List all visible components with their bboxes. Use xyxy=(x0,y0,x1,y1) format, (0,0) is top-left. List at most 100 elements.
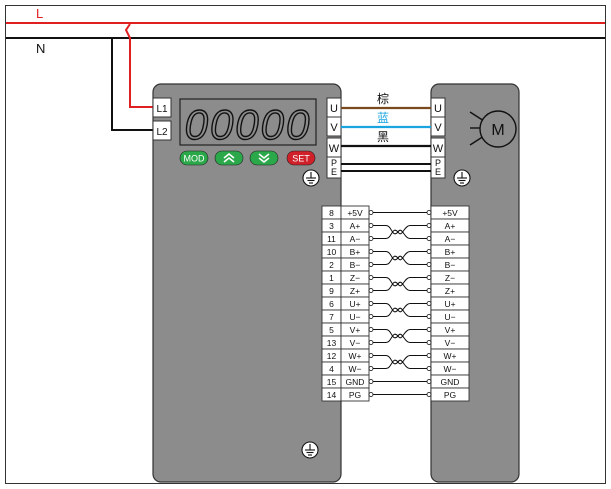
signal-connector-dot xyxy=(368,288,374,293)
signal-connector-dot xyxy=(368,327,374,332)
motor-signal-terminal: Z+ xyxy=(430,283,470,298)
signal-connector-dot xyxy=(426,366,432,371)
signal-pin-number: 5 xyxy=(329,325,334,335)
motor-symbol xyxy=(479,110,517,148)
power-terminal-w: W xyxy=(430,137,446,158)
signal-pin-name: Z+ xyxy=(350,286,360,296)
signal-connector-dot xyxy=(426,353,432,358)
power-wire-pe xyxy=(341,163,431,172)
motor-signal-terminal: V+ xyxy=(430,322,470,337)
motor-signal-name: V+ xyxy=(445,325,456,335)
signal-pin-name: Z− xyxy=(350,273,360,283)
line-l-drop xyxy=(124,23,153,108)
signal-pin-number: 14 xyxy=(327,390,337,400)
signal-pin-name: GND xyxy=(346,377,365,387)
motor-label: M xyxy=(491,122,504,139)
signal-pin-name: A− xyxy=(350,234,361,244)
double-chevron-down-icon xyxy=(258,153,270,164)
signal-pin-name: V− xyxy=(350,338,361,348)
wire-color-label: 黑 xyxy=(377,130,389,144)
ground-icon xyxy=(301,441,319,459)
signal-connector-dot xyxy=(368,249,374,254)
power-terminal-label: V xyxy=(330,122,338,134)
wire-color-label: 蓝 xyxy=(377,111,389,125)
signal-pin-name: V+ xyxy=(350,325,361,335)
power-terminal-v: V xyxy=(430,116,446,137)
ground-icon xyxy=(302,169,320,187)
signal-connector-dot xyxy=(426,379,432,384)
ground-symbols xyxy=(301,169,471,459)
twisted-pair xyxy=(373,251,427,265)
signal-terminal-15: 15 GND xyxy=(321,374,370,389)
power-terminal-pe: PE xyxy=(326,156,342,179)
input-terminal-label: L2 xyxy=(156,127,168,138)
motor-signal-name: W+ xyxy=(444,351,457,361)
signal-pin-number: 15 xyxy=(327,377,337,387)
power-wire-3: 黑 xyxy=(341,130,431,148)
motor-signal-name: W− xyxy=(444,364,457,374)
signal-pin-name: PG xyxy=(349,390,361,400)
signal-pin-number: 2 xyxy=(329,260,334,270)
input-terminal-l1: L1 xyxy=(152,97,172,118)
button-mod[interactable]: MOD xyxy=(179,150,209,166)
signal-pin-name: B+ xyxy=(350,247,361,257)
motor-signal-name: Z− xyxy=(445,273,455,283)
power-terminal-label: U xyxy=(330,103,338,115)
signal-connector-dot xyxy=(426,223,432,228)
signal-pin-name: W− xyxy=(349,364,362,374)
signal-connector-dot xyxy=(368,379,374,384)
seven-segment-display xyxy=(179,98,317,146)
signal-connector-dot xyxy=(426,288,432,293)
twisted-pair xyxy=(373,303,427,317)
power-terminal-u: U xyxy=(430,97,446,118)
signal-pin-number: 8 xyxy=(329,208,334,218)
power-terminal-v: V xyxy=(326,116,342,137)
signal-connector-dot xyxy=(368,314,374,319)
signal-pin-number: 9 xyxy=(329,286,334,296)
motor-signal-name: GND xyxy=(441,377,460,387)
signal-pin-name: +5V xyxy=(347,208,363,218)
signal-terminal-6: 6 U+ xyxy=(321,296,370,311)
motor-signal-name: U− xyxy=(444,312,455,322)
signal-pin-name: W+ xyxy=(349,351,362,361)
signal-pin-number: 6 xyxy=(329,299,334,309)
power-terminal-label: U xyxy=(434,103,442,115)
power-terminal-label: E xyxy=(435,167,441,177)
signal-connector-dot xyxy=(426,327,432,332)
motor-signal-terminal: U− xyxy=(430,309,470,324)
motor-signal-name: PG xyxy=(444,390,456,400)
motor-signal-name: B− xyxy=(445,260,456,270)
power-terminal-label: P xyxy=(331,158,337,168)
motor-lead-u xyxy=(469,111,485,122)
signal-pin-name: U+ xyxy=(349,299,360,309)
motor-signal-terminal: GND xyxy=(430,374,470,389)
driver-buttons: MOD SET xyxy=(179,150,316,166)
wire-color-label: 棕 xyxy=(377,91,389,106)
motor-signal-terminal: B− xyxy=(430,257,470,272)
power-wire-2: 蓝 xyxy=(341,111,431,129)
button-set[interactable]: SET xyxy=(286,150,316,166)
twisted-pair xyxy=(373,355,427,369)
signal-connector-dot xyxy=(368,210,374,215)
signal-connector-dot xyxy=(426,301,432,306)
motor-signal-terminal: A− xyxy=(430,231,470,246)
signal-connector-dot xyxy=(426,392,432,397)
button-label: MOD xyxy=(184,154,205,164)
motor-signal-name: Z+ xyxy=(445,286,455,296)
button-down[interactable] xyxy=(249,150,279,166)
button-up[interactable] xyxy=(214,150,244,166)
input-terminal-l2: L2 xyxy=(152,120,172,141)
motor-signal-name: +5V xyxy=(442,208,458,218)
motor-signal-terminal: A+ xyxy=(430,218,470,233)
signal-pin-number: 7 xyxy=(329,312,334,322)
signal-connector-dot xyxy=(426,262,432,267)
signal-pin-number: 1 xyxy=(329,273,334,283)
signal-connector-dot xyxy=(368,353,374,358)
